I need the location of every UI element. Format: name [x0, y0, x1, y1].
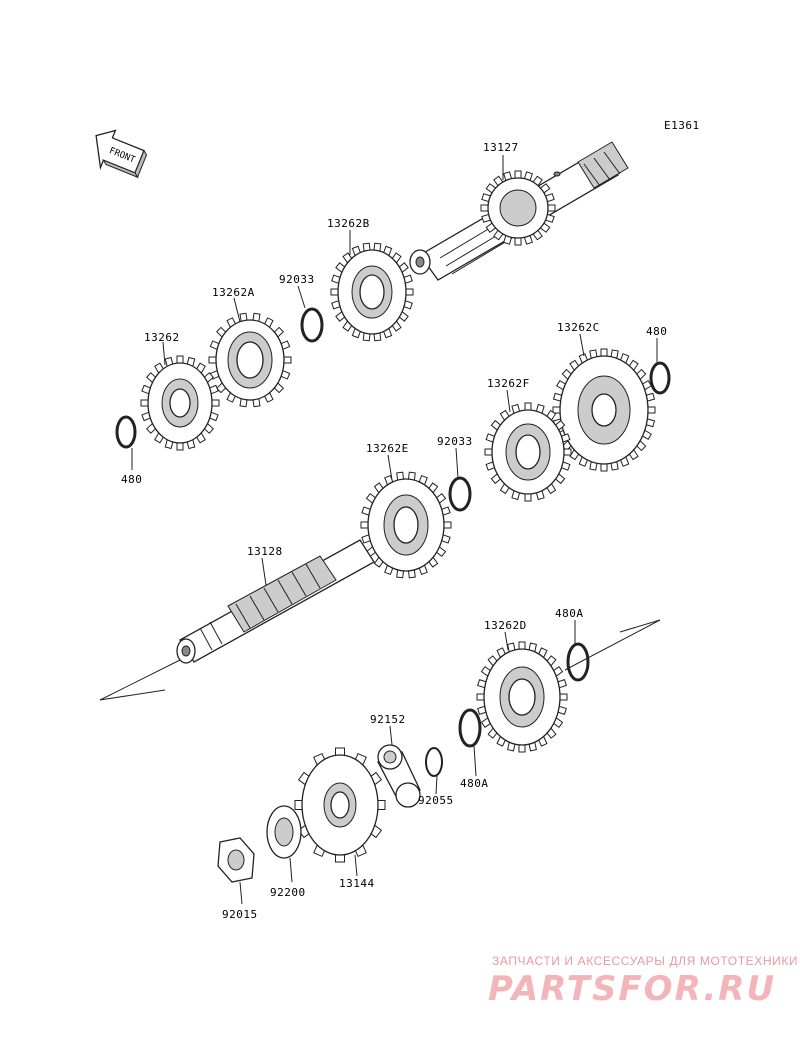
label-92055: 92055 [418, 794, 454, 807]
gear-13262c [552, 348, 656, 472]
label-92200: 92200 [270, 886, 306, 899]
label-13262b: 13262B [327, 217, 370, 230]
washer-92200 [266, 805, 302, 859]
label-13128: 13128 [247, 545, 283, 558]
label-13262a: 13262A [212, 286, 255, 299]
ring-480a-bottom [458, 708, 482, 748]
ring-92033-mid [448, 476, 472, 512]
watermark: ЗАПЧАСТИ И АКСЕССУАРЫ ДЛЯ МОТОТЕХНИКИ PA… [488, 954, 798, 1009]
label-480-left: 480 [121, 473, 142, 486]
label-480a-top: 480A [555, 607, 584, 620]
label-13262f: 13262F [487, 377, 530, 390]
gear-13262d [476, 641, 568, 753]
watermark-brand: PARTSFOR.RU [488, 969, 776, 1009]
label-13144: 13144 [339, 877, 375, 890]
label-13127: 13127 [483, 141, 519, 154]
gear-13262 [140, 355, 220, 451]
gear-13262f [484, 402, 572, 502]
ring-480-right [649, 361, 671, 395]
ring-480a-top [566, 642, 590, 682]
front-arrow-icon: FRONT [95, 129, 148, 179]
label-480-right: 480 [646, 325, 667, 338]
label-13262d: 13262D [484, 619, 527, 632]
gear-13127 [480, 170, 556, 246]
label-92152: 92152 [370, 713, 406, 726]
label-480a-bottom: 480A [460, 777, 489, 790]
label-92033-mid: 92033 [437, 435, 473, 448]
oring-92055 [425, 747, 443, 777]
label-92033-top: 92033 [279, 273, 315, 286]
leader-lines [131, 155, 658, 905]
label-13262c: 13262C [557, 321, 600, 334]
nut-92015 [217, 837, 255, 883]
watermark-tagline: ЗАПЧАСТИ И АКСЕССУАРЫ ДЛЯ МОТОТЕХНИКИ [492, 954, 798, 968]
sprocket-13144 [294, 747, 386, 863]
gear-13262a [208, 312, 292, 408]
label-13262e: 13262E [366, 442, 409, 455]
part-labels: 13127 13262B 92033 13262A 13262 480 1326… [121, 141, 667, 921]
label-13262: 13262 [144, 331, 180, 344]
label-92015: 92015 [222, 908, 258, 921]
collar-92152 [377, 744, 421, 808]
ring-480-left [115, 415, 137, 449]
shaft-13128 [99, 539, 661, 701]
gear-13262e [360, 471, 452, 579]
gear-13262b [330, 242, 414, 342]
diagram-code: E1361 [664, 119, 700, 132]
ring-92033-top [300, 307, 324, 343]
